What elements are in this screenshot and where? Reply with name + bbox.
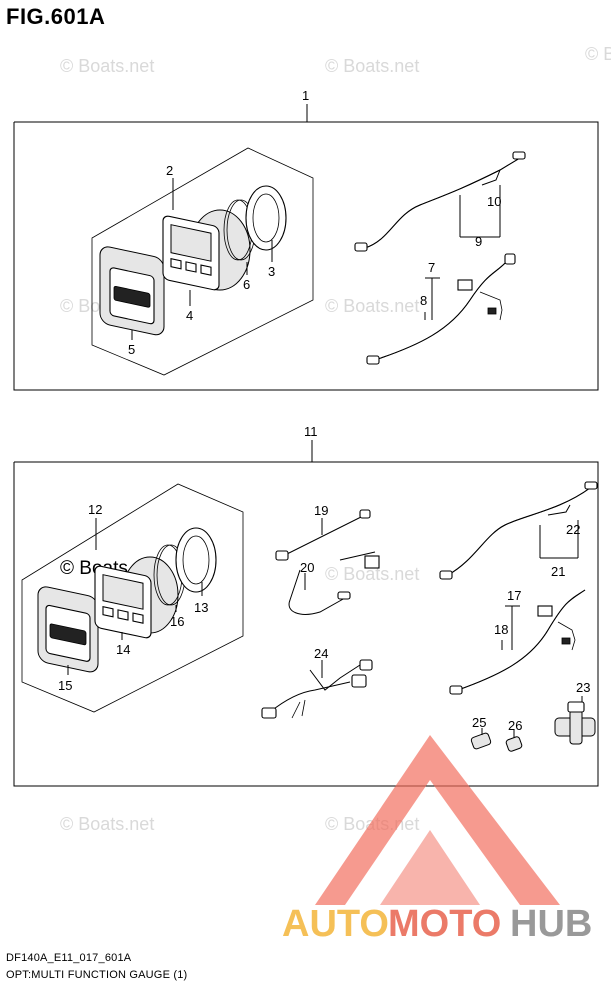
callout-22: 22 xyxy=(566,522,580,537)
watermark: © Boats.net xyxy=(325,296,419,316)
callout-3: 3 xyxy=(268,264,275,279)
callout-6: 6 xyxy=(243,277,250,292)
callout-9: 9 xyxy=(475,234,482,249)
watermark: © Boats.net xyxy=(60,56,154,76)
upper-kit: 1 2 5 4 6 xyxy=(13,88,599,391)
callout-4: 4 xyxy=(186,308,193,323)
callout-2: 2 xyxy=(166,163,173,178)
callout-11: 11 xyxy=(304,424,318,439)
t-connector xyxy=(554,701,596,745)
callout-23: 23 xyxy=(576,680,590,695)
watermarks: © Boats.net © Boats.net © Boats.net © Bo… xyxy=(60,44,611,834)
callout-12: 12 xyxy=(88,502,102,517)
figure-caption: OPT:MULTI FUNCTION GAUGE (1) xyxy=(6,969,188,981)
logo-triangle xyxy=(315,735,560,905)
callout-10: 10 xyxy=(487,194,501,209)
callout-16: 16 xyxy=(170,614,184,629)
callout-20: 20 xyxy=(300,560,314,575)
callout-24: 24 xyxy=(314,646,328,661)
lower-kit: 11 12 15 14 16 13 xyxy=(13,424,599,787)
callout-7: 7 xyxy=(428,260,435,275)
callout-18: 18 xyxy=(494,622,508,637)
automotohub-logo: AUTO MOTO HUB xyxy=(282,735,592,945)
callout-25: 25 xyxy=(472,715,486,730)
callout-26: 26 xyxy=(508,718,522,733)
callout-8: 8 xyxy=(420,293,427,308)
watermark: © Boats.net xyxy=(325,56,419,76)
callout-15: 15 xyxy=(58,678,72,693)
gauge-cover xyxy=(99,246,165,336)
gauge-body xyxy=(162,209,251,291)
callout-19: 19 xyxy=(314,503,328,518)
callout-1: 1 xyxy=(302,88,309,103)
callout-17: 17 xyxy=(507,588,521,603)
logo-auto: AUTO xyxy=(282,903,389,945)
callout-14: 14 xyxy=(116,642,130,657)
callout-13: 13 xyxy=(194,600,208,615)
callout-5: 5 xyxy=(128,342,135,357)
logo-hub: HUB xyxy=(510,903,592,945)
figure-title: FIG.601A xyxy=(6,4,106,29)
callout-21: 21 xyxy=(551,564,565,579)
logo-moto: MOTO xyxy=(388,903,501,945)
figure-code: DF140A_E11_017_601A xyxy=(6,952,132,964)
watermark: © Boats.net xyxy=(60,814,154,834)
watermark: © Boats.net xyxy=(585,44,611,64)
watermark: © Boats.net xyxy=(325,564,419,584)
